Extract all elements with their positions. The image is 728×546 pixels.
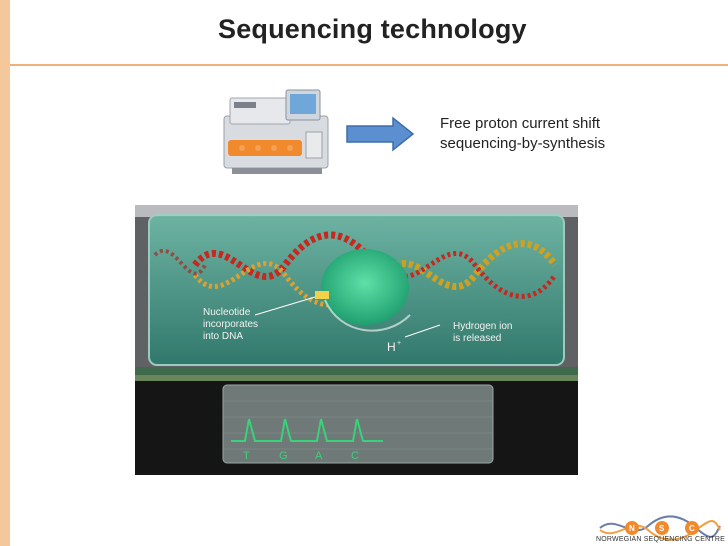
right-arrow-icon [346,116,415,152]
technology-description: Free proton current shift sequencing-by-… [440,114,605,154]
ion-sequencing-illustration: Nucleotide incorporates into DNA Hydroge… [135,205,578,475]
description-line-1: Free proton current shift [440,115,601,132]
description-line-2: sequencing-by-synthesis [440,135,606,152]
logo-letter-c: C [689,524,695,533]
nucleotide-label-line-3: into DNA [203,331,243,342]
logo-letter-s: S [659,524,665,533]
title-underline [10,64,728,66]
trace-base-g: G [279,450,288,462]
hydrogen-ion-charge: + [397,340,401,347]
trace-base-c: C [351,450,359,462]
slide-title: Sequencing technology [218,14,527,44]
hydrogen-label-line-2: is released [453,333,501,344]
hydrogen-ion-symbol: H [387,340,396,354]
trace-base-a: A [315,450,323,462]
nucleotide-label-line-1: Nucleotide [203,307,251,318]
logo-text: NORWEGIAN SEQUENCING CENTRE [596,536,725,543]
nucleotide-label-line-2: incorporates [203,319,258,330]
hydrogen-label-line-1: Hydrogen ion [453,321,512,332]
logo-letter-n: N [629,524,635,533]
trace-base-t: T [243,450,250,462]
left-accent-bar [0,0,10,546]
nsc-logo: N S C [599,515,721,541]
sequencer-machine-image [223,89,329,174]
